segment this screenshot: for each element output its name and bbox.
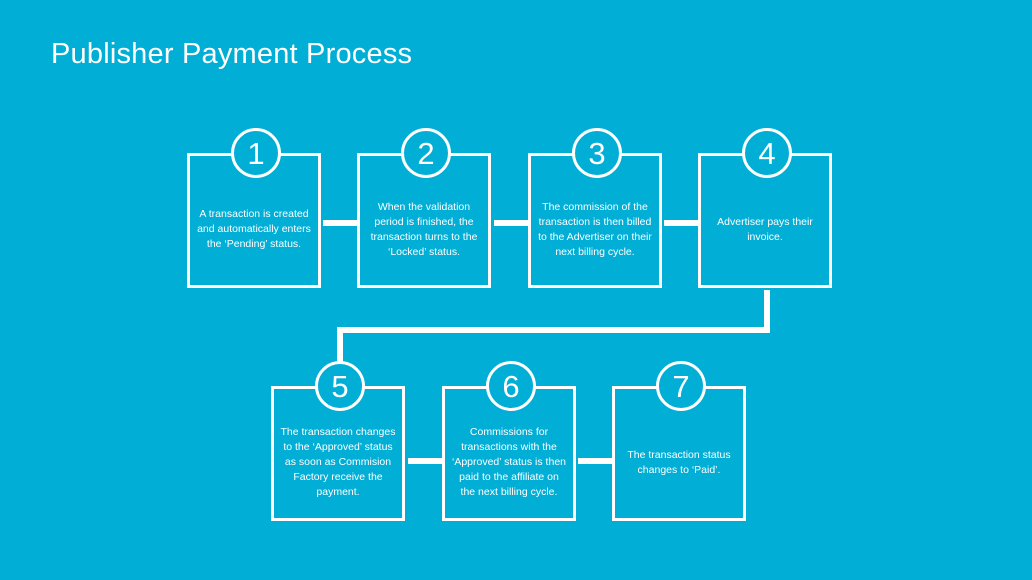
connector-2-3 (494, 220, 530, 226)
step-5-text: The transaction changes to the ‘Approved… (280, 426, 396, 498)
step-5-number: 5 (315, 361, 365, 411)
connector-4-5-down (764, 290, 770, 333)
page-title: Publisher Payment Process (51, 38, 413, 70)
connector-1-2 (323, 220, 359, 226)
step-6-number: 6 (486, 361, 536, 411)
step-1-box: A transaction is created and automatical… (187, 153, 321, 288)
step-6-text: Commissions for transactions with the ‘A… (451, 426, 566, 498)
step-3-text: The commission of the transaction is the… (538, 200, 652, 258)
connector-5-6 (408, 458, 444, 464)
step-2-text: When the validation period is finished, … (370, 200, 478, 258)
step-7-text: The transaction status changes to ‘Paid’… (627, 448, 731, 476)
step-3-number: 3 (572, 128, 622, 178)
step-1-text: A transaction is created and automatical… (197, 208, 311, 250)
step-7-number: 7 (656, 361, 706, 411)
connector-4-5-drop (337, 327, 343, 363)
connector-4-5-across (337, 327, 770, 333)
step-2-box: When the validation period is finished, … (357, 153, 491, 288)
step-2-number: 2 (401, 128, 451, 178)
connector-3-4 (664, 220, 700, 226)
connector-6-7 (578, 458, 614, 464)
step-4-number: 4 (742, 128, 792, 178)
step-1-number: 1 (231, 128, 281, 178)
step-4-text: Advertiser pays their invoice. (717, 215, 813, 243)
